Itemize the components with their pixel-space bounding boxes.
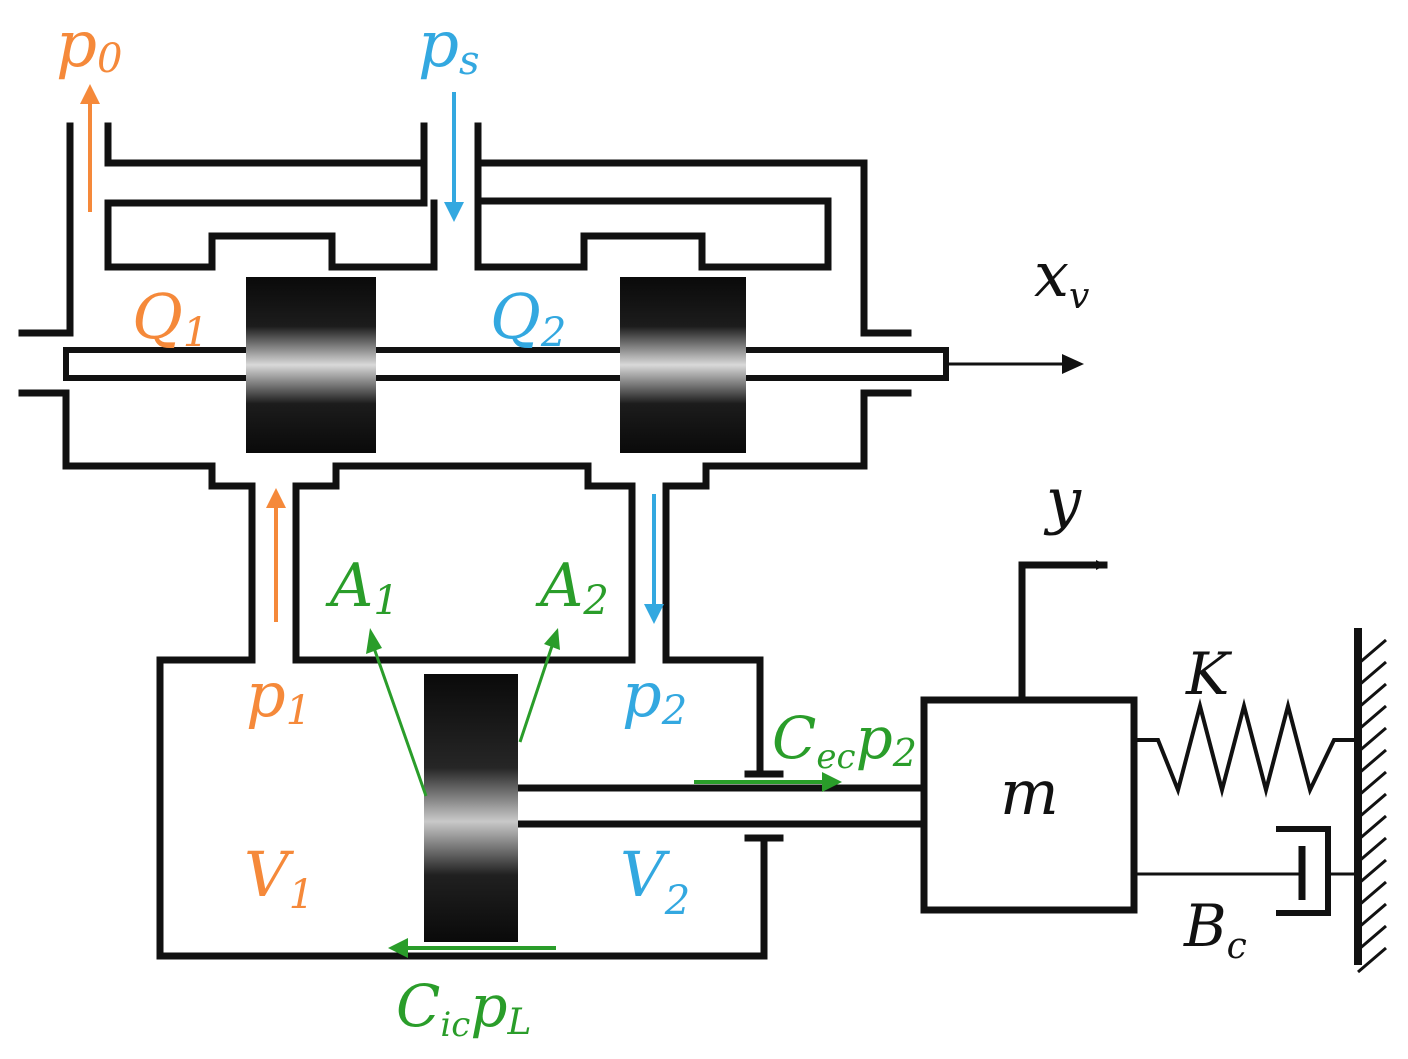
wall-hatch-line (1357, 814, 1387, 842)
label-Q2: Q2 (490, 280, 566, 356)
wall-hatch-line (1357, 946, 1387, 974)
wall-hatch-line (1357, 770, 1387, 798)
displacement-y-arrow (1018, 560, 1108, 704)
wall-hatch-line (1357, 902, 1387, 930)
label-Q1: Q1 (132, 280, 208, 356)
label-m: m (1000, 756, 1059, 829)
label-Bc: Bc (1183, 892, 1247, 967)
spring (1134, 698, 1356, 798)
label-p2: p2 (622, 658, 687, 734)
wall-hatch-line (1357, 792, 1387, 820)
wall-hatch-line (1357, 748, 1387, 776)
wall-hatch-line (1357, 836, 1387, 864)
wall-hatch-line (1357, 858, 1387, 886)
piston (424, 674, 518, 942)
wall-hatch-line (1357, 924, 1387, 952)
label-p1: p1 (246, 658, 311, 734)
wall-hatch-line (1357, 682, 1387, 710)
label-xv: xv (1034, 238, 1089, 317)
label-Cec-p2: Cecp2 (772, 704, 917, 777)
label-ps: ps (418, 8, 480, 84)
label-A2: A2 (535, 551, 609, 624)
label-A1: A1 (325, 551, 399, 624)
label-K: K (1185, 640, 1233, 708)
label-Cic-pL: CicpL (396, 972, 531, 1045)
label-V2: V2 (620, 838, 690, 924)
spool-land-right (620, 277, 746, 453)
mass-block (920, 696, 1138, 914)
flow-arrows (80, 84, 1084, 958)
wall-hatch-line (1357, 726, 1387, 754)
wall-hatch-line (1357, 638, 1387, 666)
wall-hatch-line (1357, 704, 1387, 732)
valve-body (18, 122, 949, 774)
label-p0: p0 (56, 8, 122, 82)
damper (1134, 826, 1356, 916)
wall-hatch-line (1357, 880, 1387, 908)
fixed-wall (1354, 628, 1387, 974)
label-V1: V1 (244, 838, 314, 918)
cylinder-body (156, 656, 924, 960)
label-y: y (1043, 464, 1082, 537)
spool-land-left (246, 277, 376, 453)
wall-hatch-line (1357, 660, 1387, 688)
